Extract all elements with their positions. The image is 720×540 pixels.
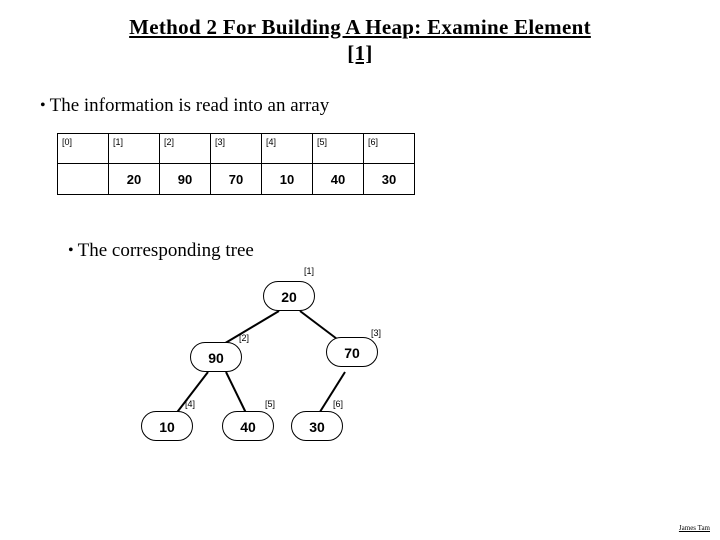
array-value-cell: 90 bbox=[159, 163, 211, 195]
tree-node-label-3: [3] bbox=[371, 328, 382, 338]
array-index-cell: [4] bbox=[261, 133, 313, 164]
bullet-text-1: The information is read into an array bbox=[49, 95, 330, 116]
bullet-item-array: •The information is read into an array bbox=[40, 95, 329, 117]
array-value-cell: 30 bbox=[363, 163, 415, 195]
tree-node-label-1: [1] bbox=[304, 266, 315, 276]
bullet-marker-1: • bbox=[40, 97, 46, 114]
tree-node-3: 70 bbox=[326, 337, 378, 367]
page-title: Method 2 For Building A Heap: Examine El… bbox=[0, 14, 720, 66]
array-index-cell: [3] bbox=[210, 133, 262, 164]
edge-1-2 bbox=[221, 310, 280, 346]
table-row-indices: [0] [1] [2] [3] [4] [5] [6] bbox=[57, 133, 415, 164]
bullet-item-tree: •The corresponding tree bbox=[68, 240, 254, 262]
footer-credit: James Tam bbox=[678, 524, 710, 532]
array-value-cell: 40 bbox=[312, 163, 364, 195]
bullet-marker-2: • bbox=[68, 242, 74, 259]
tree-node-5: 40 bbox=[222, 411, 274, 441]
tree-node-label-2: [2] bbox=[239, 333, 250, 343]
tree-node-2: 90 bbox=[190, 342, 242, 372]
edge-2-5 bbox=[225, 371, 248, 416]
page-title-line1: Method 2 For Building A Heap: Examine El… bbox=[129, 15, 591, 39]
array-index-cell: [2] bbox=[159, 133, 211, 164]
array-index-cell: [5] bbox=[312, 133, 364, 164]
array-value-cell bbox=[57, 163, 109, 195]
tree-node-1: 20 bbox=[263, 281, 315, 311]
tree-node-6: 30 bbox=[291, 411, 343, 441]
array-index-cell: [1] bbox=[108, 133, 160, 164]
array-value-cell: 70 bbox=[210, 163, 262, 195]
array-value-cell: 20 bbox=[108, 163, 160, 195]
tree-node-label-5: [5] bbox=[265, 399, 276, 409]
tree-node-label-4: [4] bbox=[185, 399, 196, 409]
table-row-values: 20 90 70 10 40 30 bbox=[57, 163, 415, 195]
bullet-text-2: The corresponding tree bbox=[77, 240, 254, 261]
array-index-cell: [0] bbox=[57, 133, 109, 164]
tree-node-label-6: [6] bbox=[333, 399, 344, 409]
array-table: [0] [1] [2] [3] [4] [5] [6] 20 90 70 10 … bbox=[57, 133, 415, 195]
array-value-cell: 10 bbox=[261, 163, 313, 195]
tree-node-4: 10 bbox=[141, 411, 193, 441]
array-index-cell: [6] bbox=[363, 133, 415, 164]
page-title-line2: [1] bbox=[347, 41, 373, 65]
